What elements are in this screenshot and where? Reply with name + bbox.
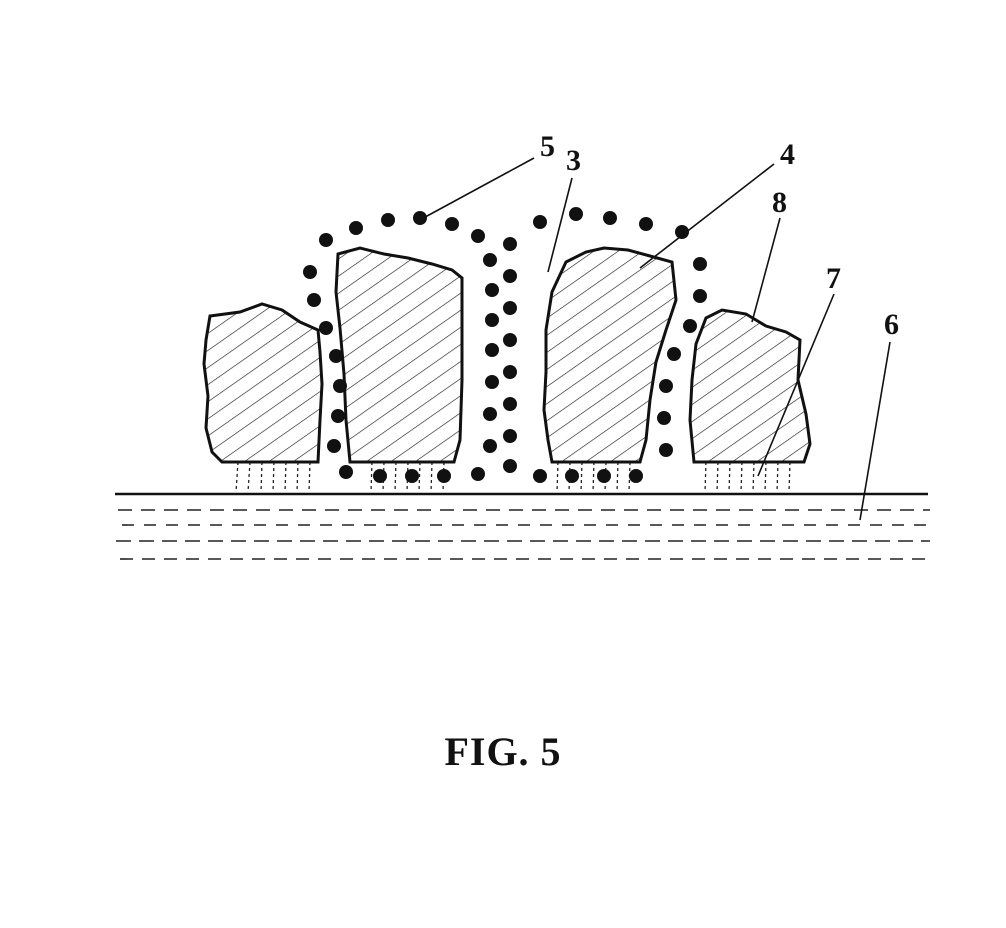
attachment-zone-3 (556, 461, 631, 493)
substrate (115, 492, 934, 560)
leader-5 (415, 157, 535, 223)
attachment-zones (235, 461, 791, 493)
label-4: 4 (780, 138, 795, 171)
leader-6 (859, 341, 891, 521)
leader-lines (415, 157, 891, 521)
particle-4 (688, 308, 812, 464)
attachment-zone-2 (370, 461, 445, 493)
leader-4 (639, 163, 775, 269)
label-8: 8 (772, 186, 787, 219)
reference-labels: 5 3 4 8 7 6 (540, 130, 899, 341)
particles (202, 246, 812, 464)
label-5: 5 (540, 130, 555, 163)
attachment-zone-1 (235, 461, 311, 493)
leader-8 (751, 217, 781, 323)
label-6: 6 (884, 308, 899, 341)
leader-7 (757, 293, 835, 477)
attachment-zone-4 (704, 461, 791, 493)
figure-caption: FIG. 5 (444, 729, 562, 774)
label-3: 3 (566, 144, 581, 177)
particle-1 (202, 302, 324, 464)
particle-3 (542, 246, 678, 464)
leader-3 (547, 177, 573, 273)
label-7: 7 (826, 262, 841, 295)
binder-dots (303, 207, 707, 483)
particle-2 (334, 246, 464, 464)
